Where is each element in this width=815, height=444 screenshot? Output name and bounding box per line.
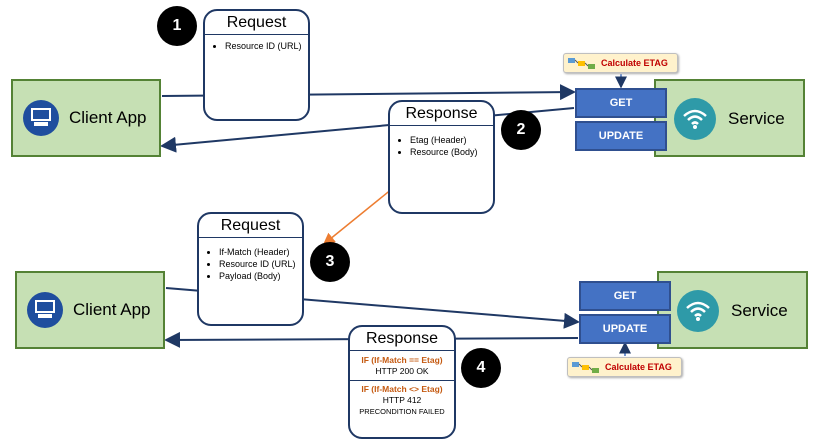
request-box-bottom: Request If-Match (Header) Resource ID (U… [197,212,304,326]
request-item: Payload (Body) [219,270,302,282]
fail-condition: IF (If-Match <> Etag) [361,384,443,394]
client-app-box-top: Client App [11,79,161,157]
wifi-icon [674,98,716,140]
get-button-top[interactable]: GET [575,88,667,118]
request-item: If-Match (Header) [219,246,302,258]
client-app-label: Client App [69,108,147,127]
fail-result: HTTP 412 [382,395,422,405]
computer-icon [27,292,63,328]
step-badge-2: 2 [501,110,541,150]
service-label: Service [728,109,785,128]
workflow-icon [568,58,595,69]
response-box-bottom: Response IF (If-Match == Etag) HTTP 200 … [348,325,456,439]
request-item: Resource ID (URL) [225,40,308,52]
client-app-label: Client App [73,300,151,319]
response-box-top: Response Etag (Header) Resource (Body) [388,100,495,214]
response-item: Etag (Header) [410,134,493,146]
step-badge-1: 1 [157,6,197,46]
step-badge-3: 3 [310,242,350,282]
calculate-etag-label: Calculate ETAG [605,362,672,372]
response-title: Response [390,102,493,126]
calculate-etag-box-bottom: Calculate ETAG [567,357,682,377]
update-button-bottom[interactable]: UPDATE [579,314,671,344]
request-title: Request [205,11,308,35]
service-label: Service [731,301,788,320]
step-badge-4: 4 [461,348,501,388]
response-title: Response [350,327,454,351]
response-divider [350,380,454,381]
fail-detail: PRECONDITION FAILED [359,407,445,416]
computer-icon [23,100,59,136]
wifi-icon [677,290,719,332]
update-button-top[interactable]: UPDATE [575,121,667,151]
request-item: Resource ID (URL) [219,258,302,270]
client-app-box-bottom: Client App [15,271,165,349]
service-box-bottom: Service [657,271,808,349]
success-result: HTTP 200 OK [375,366,429,376]
request-title: Request [199,214,302,238]
get-button-bottom[interactable]: GET [579,281,671,311]
service-box-top: Service [654,79,805,157]
workflow-icon [572,362,599,373]
calculate-etag-label: Calculate ETAG [601,58,668,68]
calculate-etag-box-top: Calculate ETAG [563,53,678,73]
response-item: Resource (Body) [410,146,493,158]
request-box-top: Request Resource ID (URL) [203,9,310,121]
success-condition: IF (If-Match == Etag) [361,355,443,365]
